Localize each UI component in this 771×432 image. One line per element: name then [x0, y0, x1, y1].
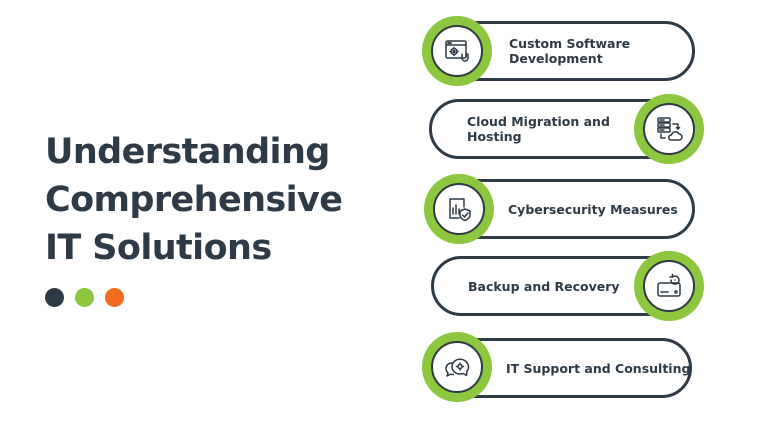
decorative-dots [45, 288, 124, 307]
service-label: Backup and Recovery [468, 278, 620, 294]
service-badge [422, 16, 492, 86]
backup-drive-icon [657, 273, 681, 297]
dot-orange [105, 288, 124, 307]
title-line-3: IT Solutions [45, 228, 272, 268]
title-line-1: Understanding [45, 132, 330, 172]
support-chat-icon [445, 358, 470, 377]
service-label: Custom Software Development [509, 36, 631, 66]
service-badge [422, 332, 492, 402]
software-development-icon [445, 40, 469, 62]
page-title: Understanding Comprehensive IT Solutions [45, 128, 375, 272]
service-badge [634, 251, 704, 321]
service-badge [424, 174, 494, 244]
service-badge [634, 94, 704, 164]
service-label: Cloud Migration and Hosting [467, 114, 610, 144]
title-line-2: Comprehensive [45, 180, 343, 220]
dot-green [75, 288, 94, 307]
service-label: IT Support and Consulting [506, 360, 691, 376]
cloud-migration-icon [657, 117, 683, 141]
dot-dark [45, 288, 64, 307]
cybersecurity-icon [449, 198, 471, 222]
service-label: Cybersecurity Measures [508, 201, 678, 217]
